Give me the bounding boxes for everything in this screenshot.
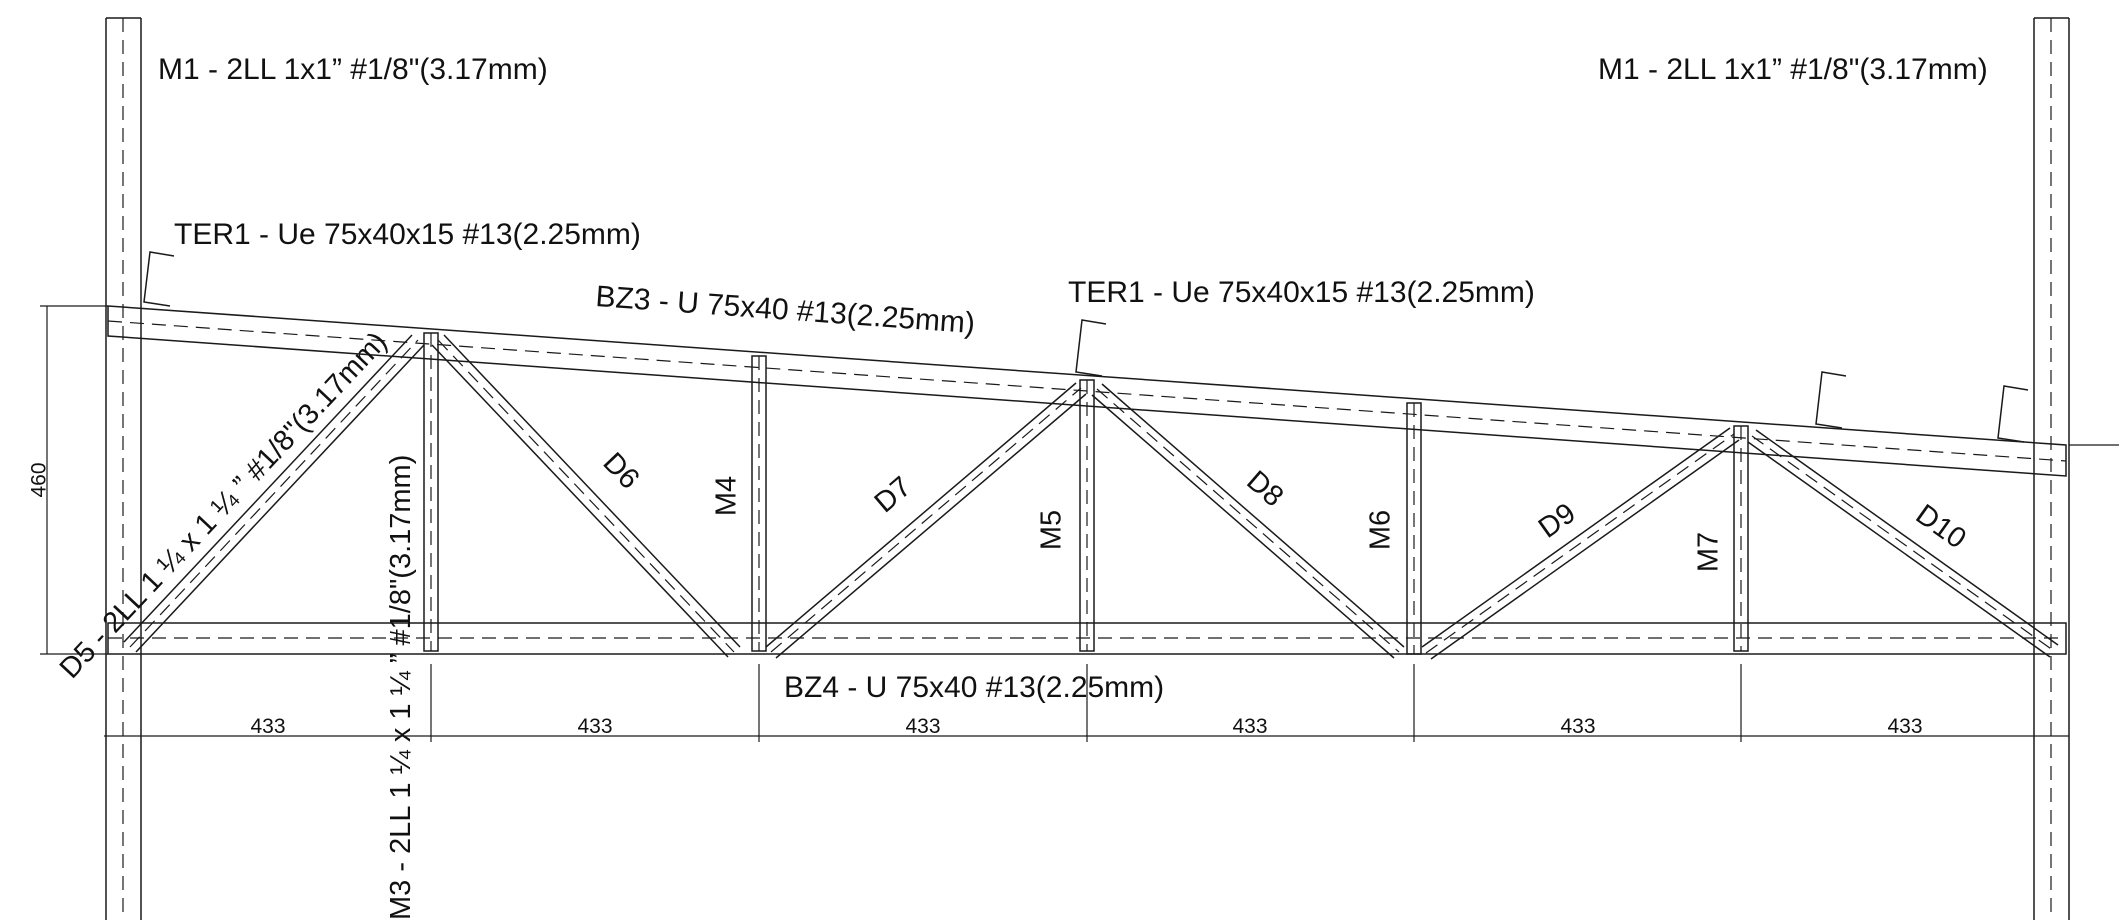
label-bz4: BZ4 - U 75x40 #13(2.25mm) [784,671,1164,704]
dimension-span-2: 433 [577,715,612,738]
vertical-m3 [423,332,439,652]
diagonal-d9 [1421,427,1740,660]
vertical-m4 [751,355,767,652]
dimension-height-label: 460 [28,462,51,497]
dimension-span-3: 433 [905,715,940,738]
vertical-m6 [1406,402,1422,655]
label-ter1-mid: TER1 - Ue 75x40x15 #13(2.25mm) [1068,276,1535,309]
purlin-2 [1075,319,1107,377]
label-ter1-left: TER1 - Ue 75x40x15 #13(2.25mm) [174,218,641,251]
dimension-span-1: 433 [250,715,285,738]
label-d6: D6 [597,447,646,496]
height-dimension [40,305,2119,655]
vertical-m5 [1079,379,1095,652]
label-m5: M5 [1036,510,1068,550]
diagonal-d5 [123,334,425,653]
label-m7: M7 [1693,532,1725,572]
purlin-3 [1815,371,1847,429]
diagonal-d7 [765,382,1087,659]
purlin-1 [143,251,175,307]
label-m6: M6 [1365,510,1397,550]
column-right [2033,17,2070,920]
span-dimension [104,664,2069,742]
column-left [105,17,142,920]
label-d8: D8 [1240,465,1289,513]
vertical-m7 [1733,425,1749,652]
label-m3: M3 - 2LL 1 ¼ x 1 ¼ ” #1/8"(3.17mm) [385,455,417,920]
label-bz3: BZ3 - U 75x40 #13(2.25mm) [594,280,976,340]
diagonal-d6 [431,334,741,658]
dimension-span-5: 433 [1560,715,1595,738]
purlin-4 [1997,385,2029,443]
label-m4: M4 [711,476,743,516]
label-d5: D5 - 2LL 1 ¼ x 1 ¼ ” #1/8"(3.17mm) [54,326,394,685]
diagonal-d10 [1747,429,2059,658]
diagonal-d8 [1091,383,1405,659]
dimension-span-4: 433 [1232,715,1267,738]
label-d7: D7 [869,471,918,519]
dimension-span-6: 433 [1887,715,1922,738]
label-d9: D9 [1533,497,1582,545]
label-m1-left: M1 - 2LL 1x1” #1/8"(3.17mm) [158,53,548,86]
label-m1-right: M1 - 2LL 1x1” #1/8"(3.17mm) [1598,53,1988,86]
